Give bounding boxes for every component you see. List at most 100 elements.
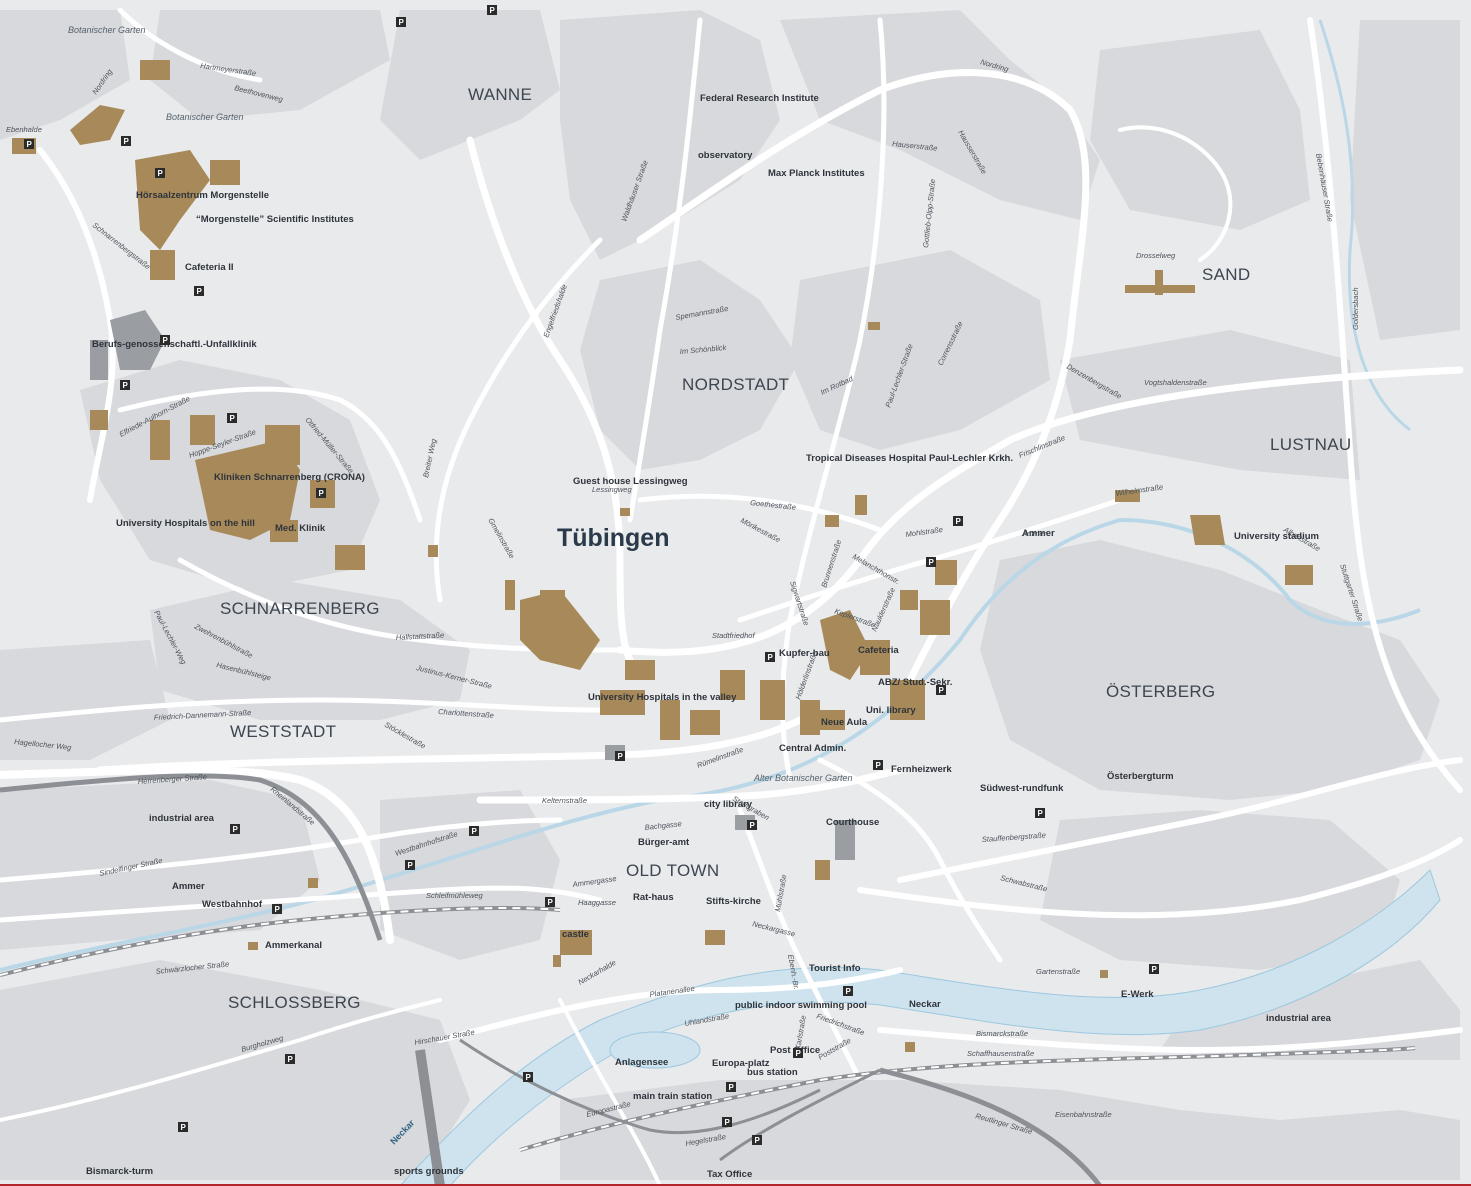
street-label: Goethestraße <box>750 498 797 512</box>
poi-label: Central Admin. <box>779 743 846 754</box>
street-label: Goldersbach <box>1351 287 1360 330</box>
district-label: ÖSTERBERG <box>1106 682 1215 701</box>
poi-label: Ammerkanal <box>265 940 322 951</box>
street-label: Gartenstraße <box>1036 967 1080 976</box>
street-label: Charlottenstraße <box>438 707 494 720</box>
poi-label: Ammer <box>1022 528 1055 539</box>
svg-text:P: P <box>124 137 130 146</box>
parking-icon[interactable]: P <box>843 986 853 996</box>
river-ammer <box>0 19 1421 972</box>
parking-icon[interactable]: P <box>487 5 497 15</box>
district-label: LUSTNAU <box>1270 435 1351 454</box>
poi-label: Fernheizwerk <box>891 764 952 775</box>
street-label: Breiter Weg <box>421 437 438 478</box>
parking-icon[interactable]: P <box>1035 808 1045 818</box>
parking-icon[interactable]: P <box>765 652 775 662</box>
parking-icon[interactable]: P <box>545 897 555 907</box>
parking-icon[interactable]: P <box>1149 964 1159 974</box>
svg-text:P: P <box>939 686 945 695</box>
poi-label: ABZ/ Stud.-Sekr. <box>878 677 952 688</box>
parking-icon[interactable]: P <box>316 488 326 498</box>
street-label: Im Schönblick <box>679 343 728 356</box>
svg-text:P: P <box>319 489 325 498</box>
svg-text:P: P <box>158 169 164 178</box>
svg-text:P: P <box>275 905 281 914</box>
svg-text:P: P <box>123 381 129 390</box>
svg-text:P: P <box>1038 809 1044 818</box>
university-buildings <box>12 60 1313 1052</box>
park-label: Alter Botanischer Garten <box>753 773 853 783</box>
svg-text:P: P <box>233 825 239 834</box>
parking-markers[interactable]: P P P P P P P P P P P P P P P P P P P P … <box>24 5 1159 1145</box>
svg-text:P: P <box>846 987 852 996</box>
poi-label: University Hospitals on the hill <box>116 518 255 529</box>
parking-icon[interactable]: P <box>120 380 130 390</box>
parking-icon[interactable]: P <box>793 1048 803 1058</box>
parking-icon[interactable]: P <box>121 136 131 146</box>
svg-text:P: P <box>729 1083 735 1092</box>
street-label: Nauklerstraße <box>870 586 897 633</box>
poi-label: Tax Office <box>707 1169 752 1180</box>
poi-label: Neue Aula <box>821 717 868 728</box>
district-label: SCHLOSSBERG <box>228 993 361 1012</box>
street-label: Ammer <box>1021 529 1047 538</box>
poi-label: Bürger-amt <box>638 837 690 848</box>
parking-icon[interactable]: P <box>230 824 240 834</box>
parking-icon[interactable]: P <box>752 1135 762 1145</box>
street-label: Vogtshaldenstraße <box>1144 378 1207 387</box>
svg-text:P: P <box>197 287 203 296</box>
poi-label: Österbergturm <box>1107 771 1174 782</box>
district-label: WESTSTADT <box>230 722 336 741</box>
street-label: Neckargasse <box>752 919 797 938</box>
parking-icon[interactable]: P <box>24 139 34 149</box>
parking-icon[interactable]: P <box>396 17 406 27</box>
parking-icon[interactable]: P <box>227 413 237 423</box>
parking-icon[interactable]: P <box>523 1072 533 1082</box>
street-label: Neckarhalde <box>577 958 618 987</box>
poi-label: Med. Klinik <box>275 523 326 534</box>
street-label: Friedrichstraße <box>815 1011 865 1037</box>
svg-text:P: P <box>548 898 554 907</box>
parking-icon[interactable]: P <box>722 1117 732 1127</box>
poi-label: Kliniken Schnarrenberg (CRONA) <box>214 472 365 483</box>
parking-icon[interactable]: P <box>160 335 170 345</box>
street-label: Schleifmühleweg <box>426 891 484 900</box>
parking-icon[interactable]: P <box>926 557 936 567</box>
svg-text:P: P <box>750 821 756 830</box>
poi-labels: Federal Research Institute observatory M… <box>86 93 1332 1180</box>
poi-label: Stifts-kirche <box>706 896 761 907</box>
street-label: Ammergasse <box>571 874 617 889</box>
parking-icon[interactable]: P <box>936 685 946 695</box>
parking-icon[interactable]: P <box>194 286 204 296</box>
svg-text:P: P <box>876 761 882 770</box>
parking-icon[interactable]: P <box>178 1122 188 1132</box>
poi-label: observatory <box>698 150 753 161</box>
parking-icon[interactable]: P <box>953 516 963 526</box>
park-label: Botanischer Garten <box>166 112 244 122</box>
street-label: Schwabstraße <box>1000 873 1049 893</box>
parking-icon[interactable]: P <box>272 904 282 914</box>
parking-icon[interactable]: P <box>155 168 165 178</box>
poi-label: Rat-haus <box>633 892 674 903</box>
poi-label: main train station <box>633 1091 712 1102</box>
street-label: Gottlieb-Olpp-Straße <box>921 178 937 248</box>
parking-icon[interactable]: P <box>285 1054 295 1064</box>
parking-icon[interactable]: P <box>405 860 415 870</box>
district-label: WANNE <box>468 85 532 104</box>
svg-text:P: P <box>796 1049 802 1058</box>
street-label: Hallstattstraße <box>396 630 445 642</box>
parking-icon[interactable]: P <box>873 760 883 770</box>
street-label: Haaggasse <box>578 898 616 907</box>
parking-icon[interactable]: P <box>469 826 479 836</box>
poi-label: Courthouse <box>826 817 879 828</box>
svg-text:P: P <box>399 18 405 27</box>
parking-icon[interactable]: P <box>726 1082 736 1092</box>
poi-label: Bismarck-turm <box>86 1166 153 1177</box>
svg-text:P: P <box>929 558 935 567</box>
parking-icon[interactable]: P <box>747 820 757 830</box>
poi-label: Südwest-rundfunk <box>980 783 1064 794</box>
street-label: Mörikestraße <box>739 516 782 544</box>
street-label: Kelternstraße <box>542 796 587 805</box>
parking-icon[interactable]: P <box>615 751 625 761</box>
